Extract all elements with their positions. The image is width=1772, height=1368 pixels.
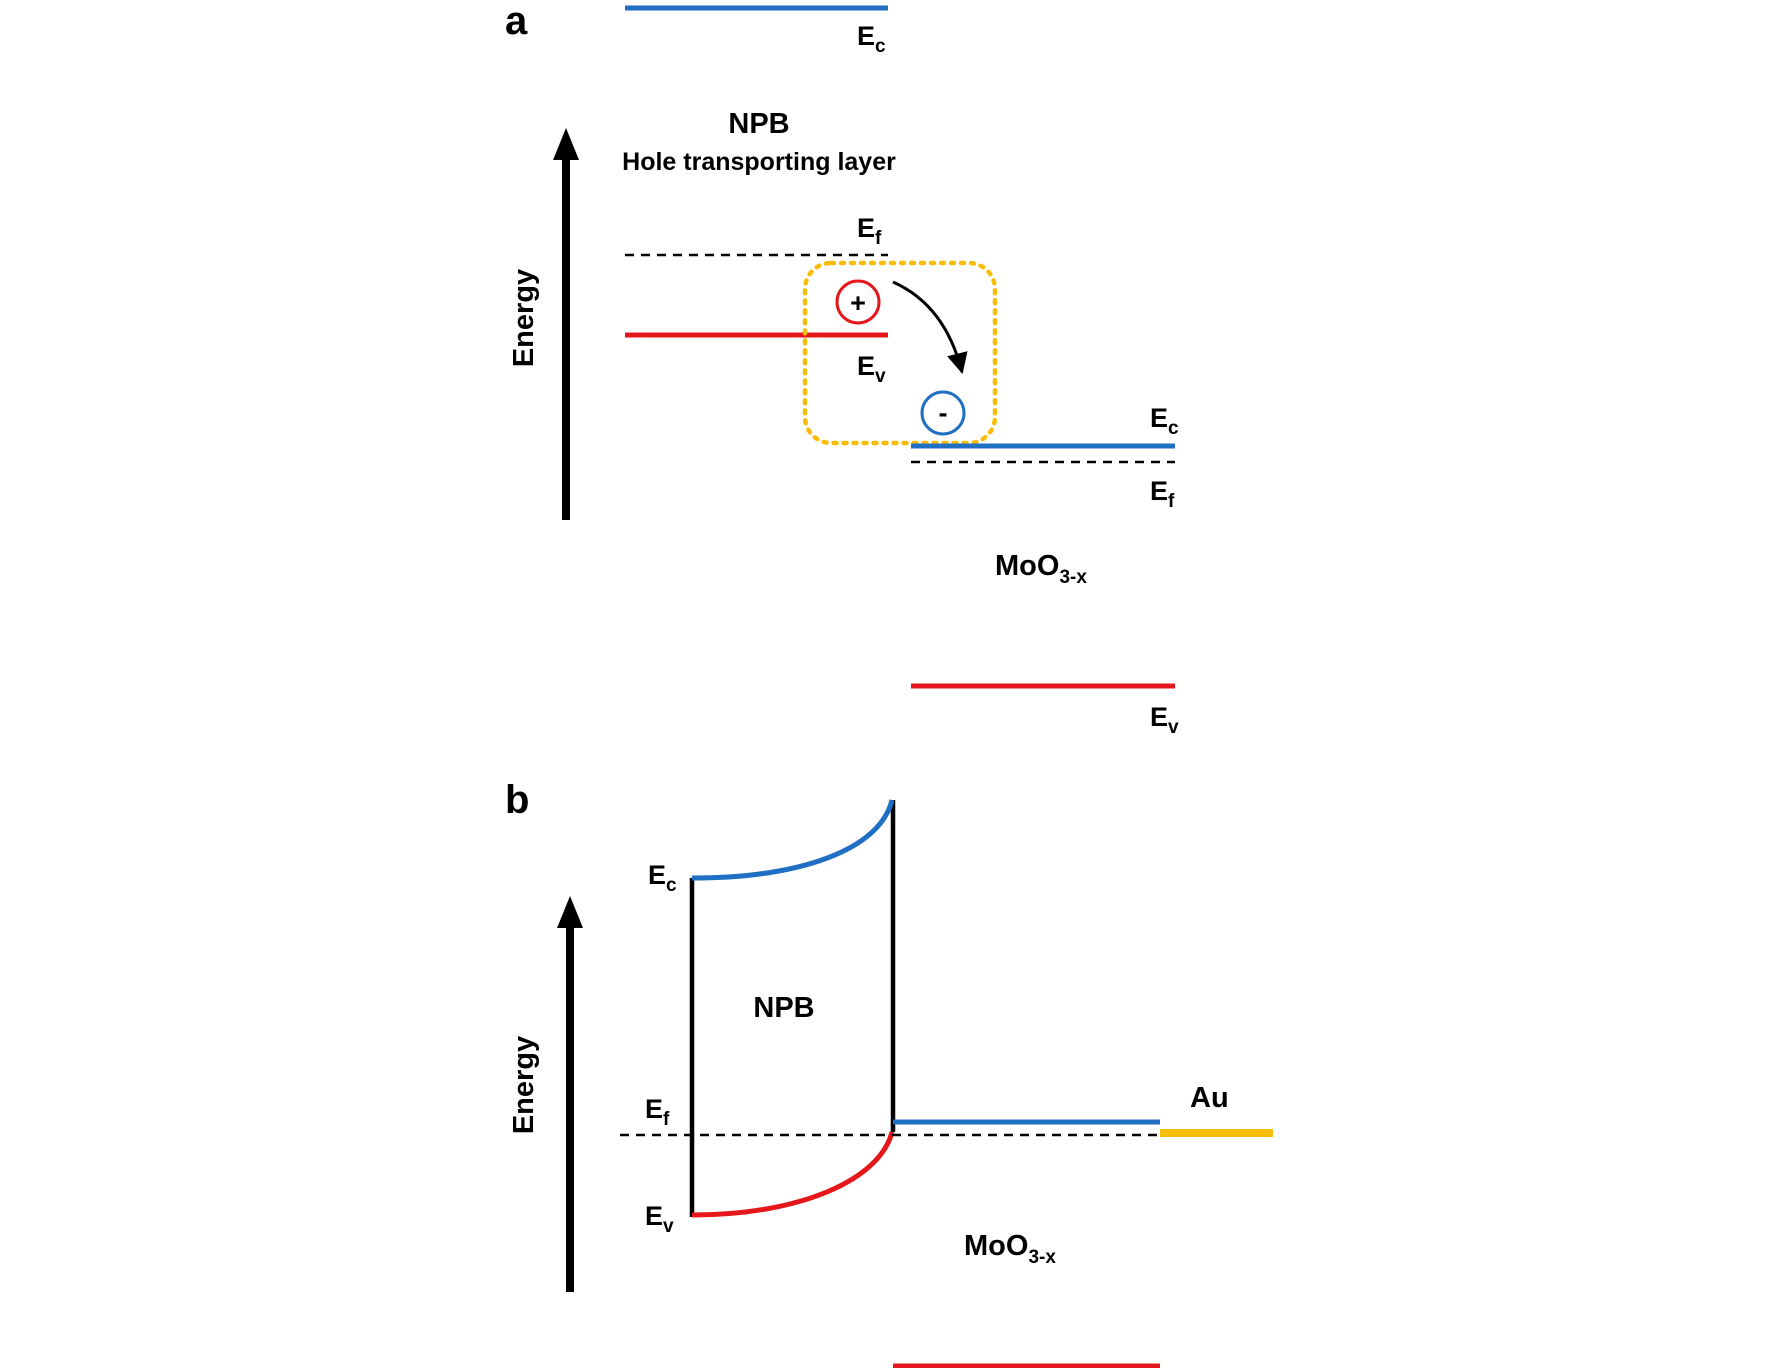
electron-symbol: - [920,390,966,436]
hole-symbol: + [835,279,881,325]
moo-label: MoO3-x [995,550,1087,588]
panel-a-axis-label: Energy [508,269,540,367]
npb-ef-label: Ef [857,213,882,249]
charge-transfer-highlight-box [802,260,998,446]
moo-ev-label: Ev [1150,702,1179,738]
panel-b: b Energy Ec NPB Ef Ev MoO3-x Au [505,778,1273,1368]
au-label: Au [1190,1082,1229,1114]
panel-a-energy-axis [553,128,579,520]
charge-transfer-arrow [892,280,968,375]
svg-text:+: + [850,288,866,318]
panel-b-ef-label: Ef [645,1094,670,1130]
panel-b-axis-label: Energy [508,1036,540,1134]
moo-ec-label: Ec [1150,403,1179,439]
panel-b-moo-label: MoO3-x [964,1230,1056,1268]
moo-ef-label: Ef [1150,476,1175,512]
panel-a-label: a [505,0,528,43]
panel-b-ev-label: Ev [645,1201,674,1237]
panel-b-npb-label: NPB [753,992,814,1024]
npb-title: NPB [728,108,789,140]
npb-ec-label: Ec [857,21,886,57]
panel-a: a Energy Ec NPB Hole transporting layer … [505,0,1179,738]
panel-b-ec-label: Ec [648,860,677,896]
svg-text:-: - [939,398,948,428]
npb-conduction-band-curve [691,799,895,881]
npb-valence-band-curve [691,1131,895,1218]
npb-subtitle: Hole transporting layer [622,148,896,176]
npb-ev-label: Ev [857,351,886,387]
panel-b-label: b [505,778,529,822]
panel-b-energy-axis [557,896,583,1292]
